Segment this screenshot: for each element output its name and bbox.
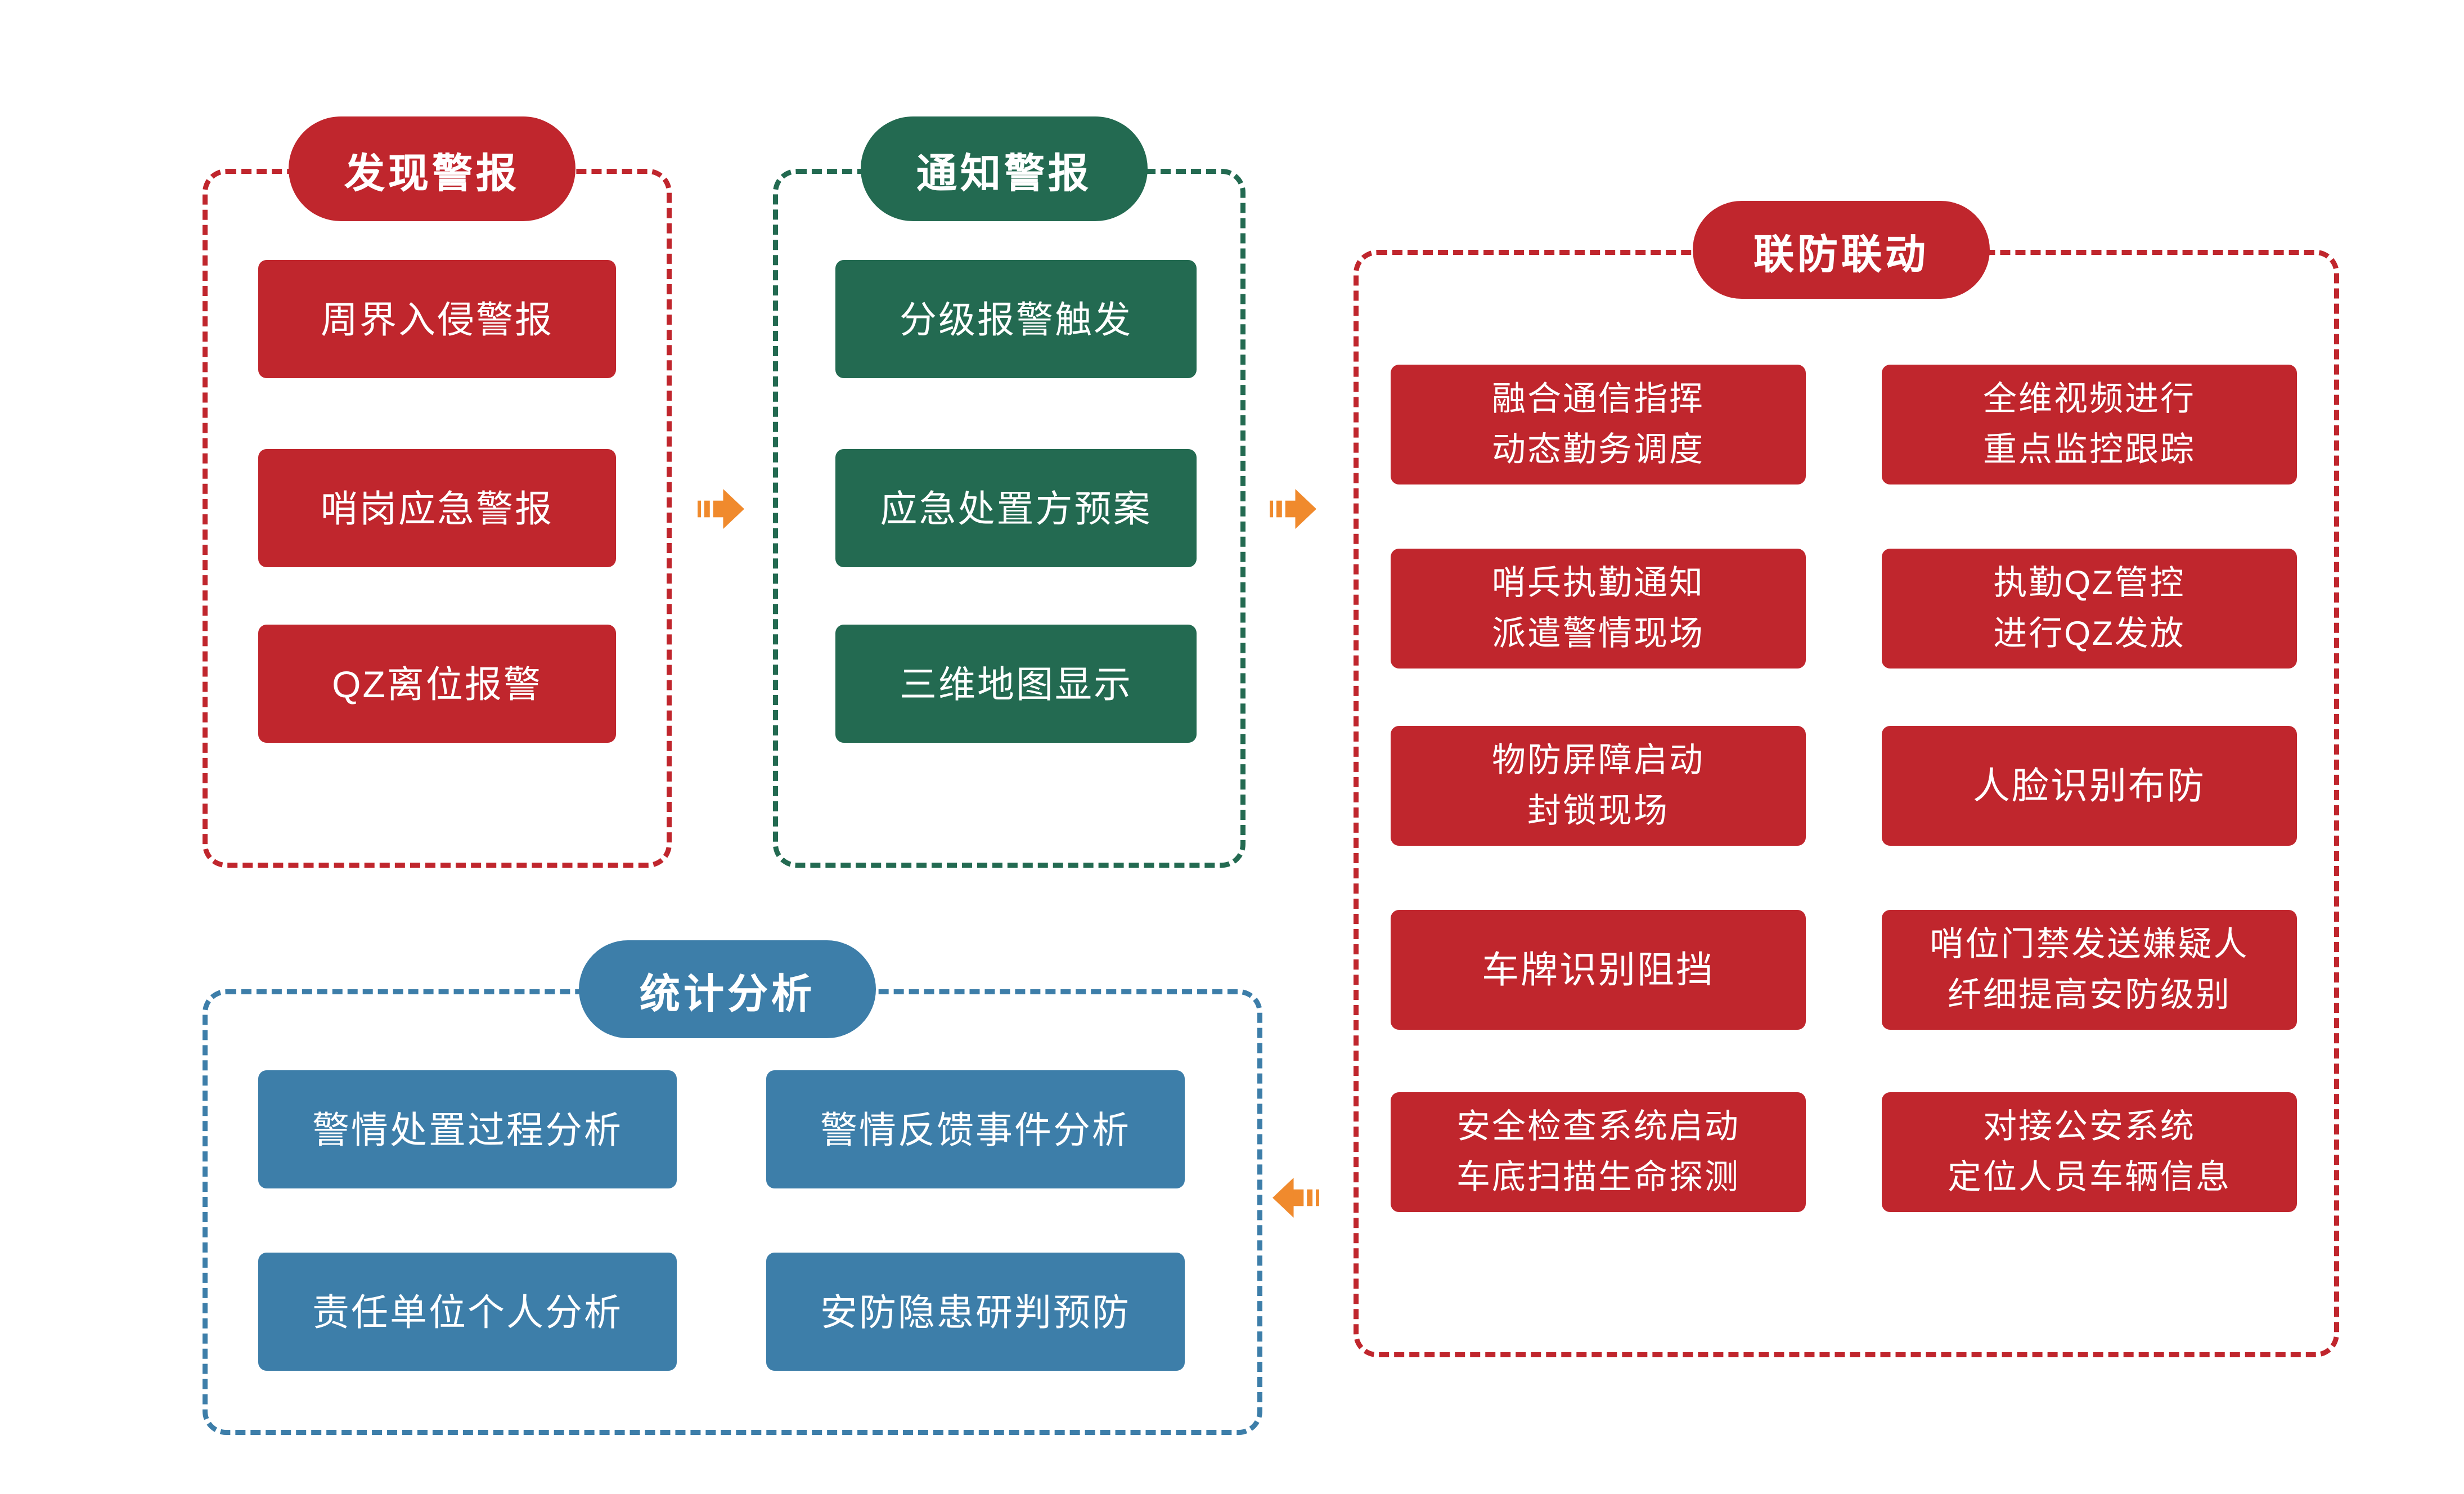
flow-node-sentry-access-suspect-alert: 哨位门禁发送嫌疑人 纤细提高安防级别 (1882, 910, 2297, 1030)
flow-node-qz-off-position-alarm: QZ离位报警 (258, 625, 616, 743)
striped-left-arrow-icon (1271, 1177, 1320, 1219)
header-joint-defense-linkage: 联防联动 (1693, 201, 1990, 299)
flow-node-duty-qz-control: 执勤QZ管控 进行QZ发放 (1882, 549, 2297, 669)
flow-node-physical-barrier-lockdown: 物防屏障启动 封锁现场 (1391, 726, 1806, 846)
header-discover-alert: 发现警报 (289, 116, 575, 221)
flow-node-fused-comms-dispatch: 融合通信指挥 动态勤务调度 (1391, 365, 1806, 484)
flow-node-graded-alarm-trigger: 分级报警触发 (835, 260, 1197, 378)
flow-node-perimeter-intrusion-alarm: 周界入侵警报 (258, 260, 616, 378)
flow-node-security-risk-prediction: 安防隐患研判预防 (766, 1253, 1185, 1371)
flow-node-emergency-response-plan: 应急处置方预案 (835, 449, 1197, 567)
flow-node-sentry-emergency-alarm: 哨岗应急警报 (258, 449, 616, 567)
header-statistical-analysis: 统计分析 (579, 940, 876, 1038)
flow-node-sentry-duty-notify: 哨兵执勤通知 派遣警情现场 (1391, 549, 1806, 669)
flow-node-alarm-feedback-event-analysis: 警情反馈事件分析 (766, 1070, 1185, 1188)
striped-right-arrow-icon (1269, 488, 1318, 530)
flow-node-plate-recognition-block: 车牌识别阻挡 (1391, 910, 1806, 1030)
flow-node-face-recognition-deploy: 人脸识别布防 (1882, 726, 2297, 846)
flow-node-police-system-locate: 对接公安系统 定位人员车辆信息 (1882, 1092, 2297, 1212)
flow-node-omni-video-tracking: 全维视频进行 重点监控跟踪 (1882, 365, 2297, 484)
flow-node-3d-map-display: 三维地图显示 (835, 625, 1197, 743)
flow-node-alarm-handling-process-analysis: 警情处置过程分析 (258, 1070, 677, 1188)
flow-node-security-check-underbody-scan: 安全检查系统启动 车底扫描生命探测 (1391, 1092, 1806, 1212)
header-notify-alert: 通知警报 (861, 116, 1148, 221)
flow-node-responsible-unit-person-analysis: 责任单位个人分析 (258, 1253, 677, 1371)
striped-right-arrow-icon (697, 488, 746, 530)
